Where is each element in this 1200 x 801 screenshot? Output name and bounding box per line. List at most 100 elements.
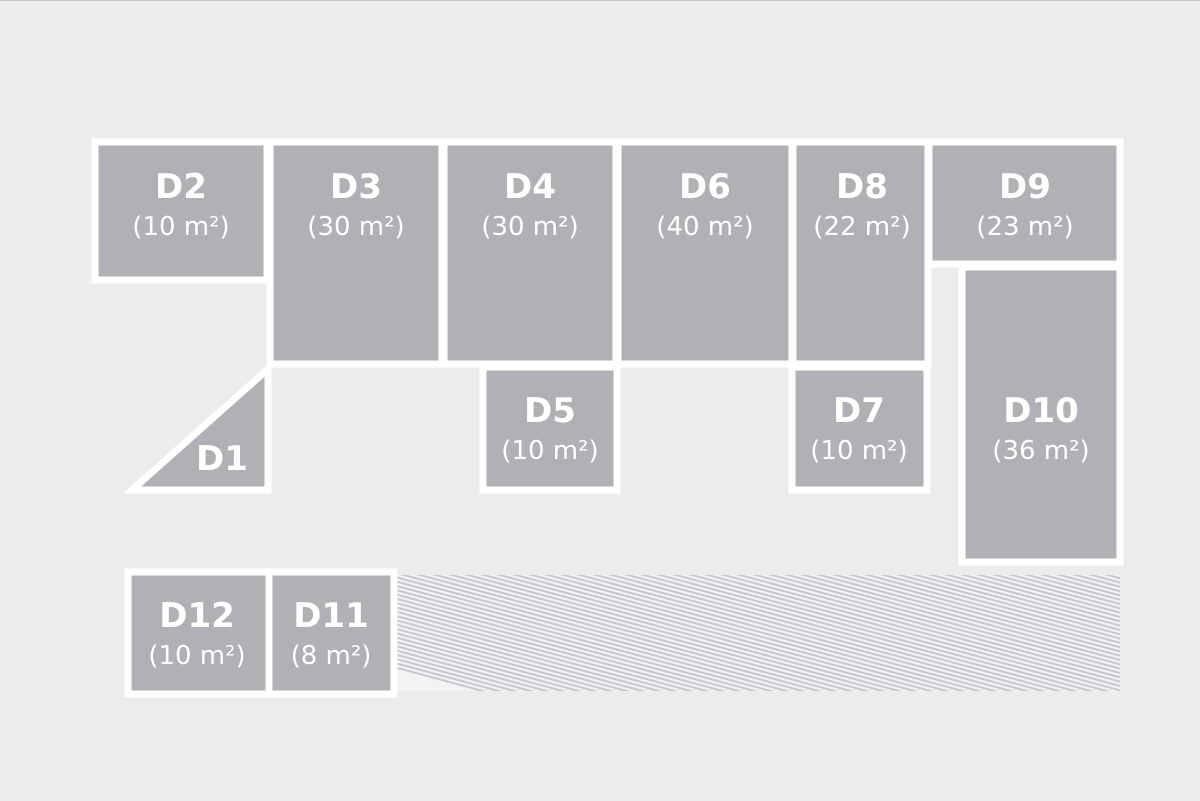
unit-d5: D5 (10 m²) [479, 363, 621, 494]
hatch-line [720, 575, 1120, 683]
unit-d8: D8 (22 m²) [789, 138, 932, 368]
hatch-line [512, 575, 951, 691]
unit-d9: D9 (23 m²) [925, 138, 1124, 268]
hatch-line [1024, 575, 1120, 601]
unit-d4-area: (30 m²) [481, 212, 578, 242]
hatch-line [1040, 575, 1120, 597]
hatch-line [880, 575, 1120, 640]
hatch-line [624, 575, 1063, 691]
hatch-line [397, 641, 583, 691]
hatch-line [1008, 575, 1120, 606]
hatch-line [736, 575, 1120, 679]
hatch-line [592, 575, 1031, 691]
hatch-line [784, 575, 1120, 666]
hatch-line [848, 575, 1120, 649]
hatch-line [496, 575, 935, 691]
hatch-line [397, 619, 663, 691]
hatch-line [397, 623, 647, 691]
hatch-line [1184, 561, 1200, 701]
unit-d9-area: (23 m²) [976, 212, 1073, 242]
hatch-line [752, 575, 1120, 675]
unit-d12-area: (10 m²) [148, 641, 245, 671]
hatch-line [816, 575, 1120, 657]
hatch-line [656, 575, 1095, 691]
unit-d6-name: D6 [679, 167, 731, 207]
hatch-line [1072, 575, 1120, 588]
hatch-line [397, 658, 519, 691]
hatch-line [397, 649, 551, 691]
unit-d3-name: D3 [330, 167, 382, 207]
hatch-line [397, 602, 727, 691]
hatch-line [1056, 575, 1120, 593]
unit-d5-name: D5 [524, 391, 576, 431]
unit-d1-name: D1 [196, 439, 248, 479]
hatch-line [992, 575, 1120, 610]
unit-d12: D12 (10 m²) [124, 568, 273, 698]
hatch-line [528, 575, 967, 691]
unit-d8-name: D8 [836, 167, 888, 207]
unit-d3: D3(30 m²) [266, 138, 446, 368]
unit-d9-name: D9 [999, 167, 1051, 207]
hatch-line [397, 593, 759, 691]
unit-d10-area: (36 m²) [992, 436, 1089, 466]
unit-d7: D7 (10 m²) [788, 363, 931, 494]
hatch-line [397, 589, 775, 691]
hatch-line [397, 662, 503, 691]
unit-d3-shape [266, 138, 446, 368]
hatch-line [397, 606, 711, 691]
unit-d7-name: D7 [833, 391, 885, 431]
unit-d11-name: D11 [293, 596, 369, 636]
hatch-line [912, 575, 1120, 631]
hatch-line [800, 575, 1120, 662]
hatch-line [397, 628, 631, 691]
hatch-line [544, 575, 983, 691]
unit-d2: D2(10 m²) [91, 138, 271, 284]
units-group: D1 D2(10 m²)D3(30 m²) D4 (30 m²) D5 (10 m²) D6… [91, 138, 1124, 698]
unit-d6-shape [614, 138, 796, 368]
hatch-line [397, 576, 823, 691]
hatch-line [400, 575, 839, 691]
unit-d11-area: (8 m²) [291, 641, 372, 671]
hatch-line [432, 575, 871, 691]
hatch-line [397, 615, 679, 691]
unit-d12-name: D12 [159, 596, 235, 636]
hatch-line [397, 580, 807, 691]
hatch-line [560, 575, 999, 691]
hatch-line [397, 636, 599, 691]
hatch-line [960, 575, 1120, 619]
unit-d4-name: D4 [504, 167, 556, 207]
unit-d2-shape [91, 138, 271, 284]
unit-d5-area: (10 m²) [501, 436, 598, 466]
hatch-line [768, 575, 1120, 670]
unit-d12-shape [124, 568, 273, 698]
unit-d11: D11 (8 m²) [265, 568, 398, 698]
hatch-line [896, 575, 1120, 636]
hatch-line [864, 575, 1120, 644]
unit-d1: D1 [122, 361, 272, 494]
hatch-line [832, 575, 1120, 653]
unit-d6: D6 (40 m²) [614, 138, 796, 368]
hatch-line [464, 575, 903, 691]
unit-d1-shape [122, 361, 272, 494]
hatch-line [944, 575, 1120, 623]
hatch-line [480, 575, 919, 691]
hatch-line [397, 585, 791, 691]
hatch-line [397, 653, 535, 691]
hatch-line [1152, 561, 1200, 701]
hatch-line [1120, 561, 1200, 701]
hatch-line [608, 575, 1047, 691]
hatched-area [397, 561, 1200, 701]
hatch-line [576, 575, 1015, 691]
unit-d7-area: (10 m²) [810, 436, 907, 466]
unit-d8-area: (22 m²) [813, 212, 910, 242]
hatch-line [1168, 561, 1200, 701]
hatch-line [397, 597, 743, 691]
unit-d2-area: (10 m²) [132, 212, 229, 242]
hatch-line [928, 575, 1120, 627]
hatch-line [448, 575, 887, 691]
hatch-line [672, 575, 1111, 691]
unit-d6-area: (40 m²) [656, 212, 753, 242]
hatch-line [640, 575, 1079, 691]
